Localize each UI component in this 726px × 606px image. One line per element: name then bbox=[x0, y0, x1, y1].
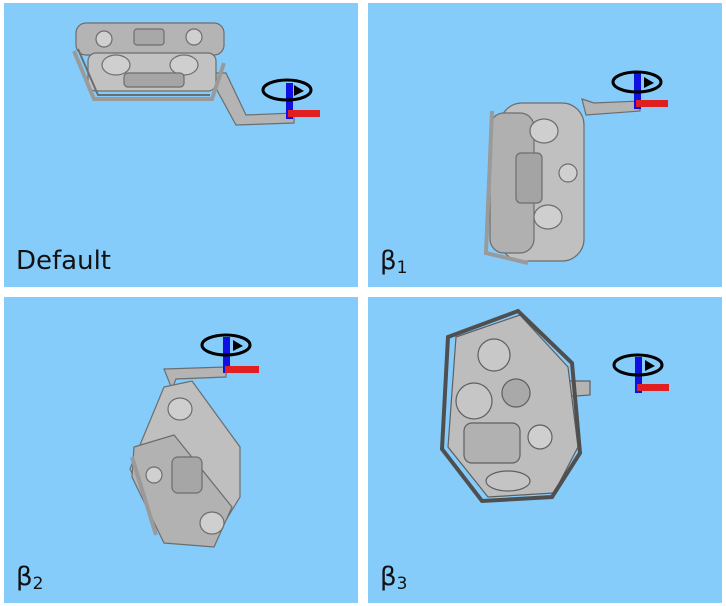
panel-beta1: β1 bbox=[368, 3, 722, 287]
x-axis-icon bbox=[288, 110, 320, 117]
x-axis-icon bbox=[636, 100, 668, 107]
panel-label-beta3: β3 bbox=[380, 562, 408, 594]
panel-beta2: β2 bbox=[4, 297, 358, 603]
rotation-ring-icon bbox=[261, 78, 313, 102]
panel-label-beta1: β1 bbox=[380, 246, 408, 278]
panel-label-default: Default bbox=[16, 246, 111, 276]
rotation-ring-icon bbox=[611, 70, 663, 94]
rov-model-beta1 bbox=[483, 70, 668, 265]
x-axis-icon bbox=[637, 384, 669, 391]
panel-label-beta2: β2 bbox=[16, 562, 44, 594]
rov-model-beta2 bbox=[129, 333, 259, 548]
rotation-ring-icon bbox=[200, 333, 252, 357]
rov-model-beta3 bbox=[439, 308, 669, 504]
rotation-ring-icon bbox=[612, 353, 664, 377]
panel-beta3: β3 bbox=[368, 297, 722, 603]
panel-default: Default bbox=[4, 3, 358, 287]
x-axis-icon bbox=[225, 366, 259, 373]
rov-model-default bbox=[72, 22, 320, 126]
